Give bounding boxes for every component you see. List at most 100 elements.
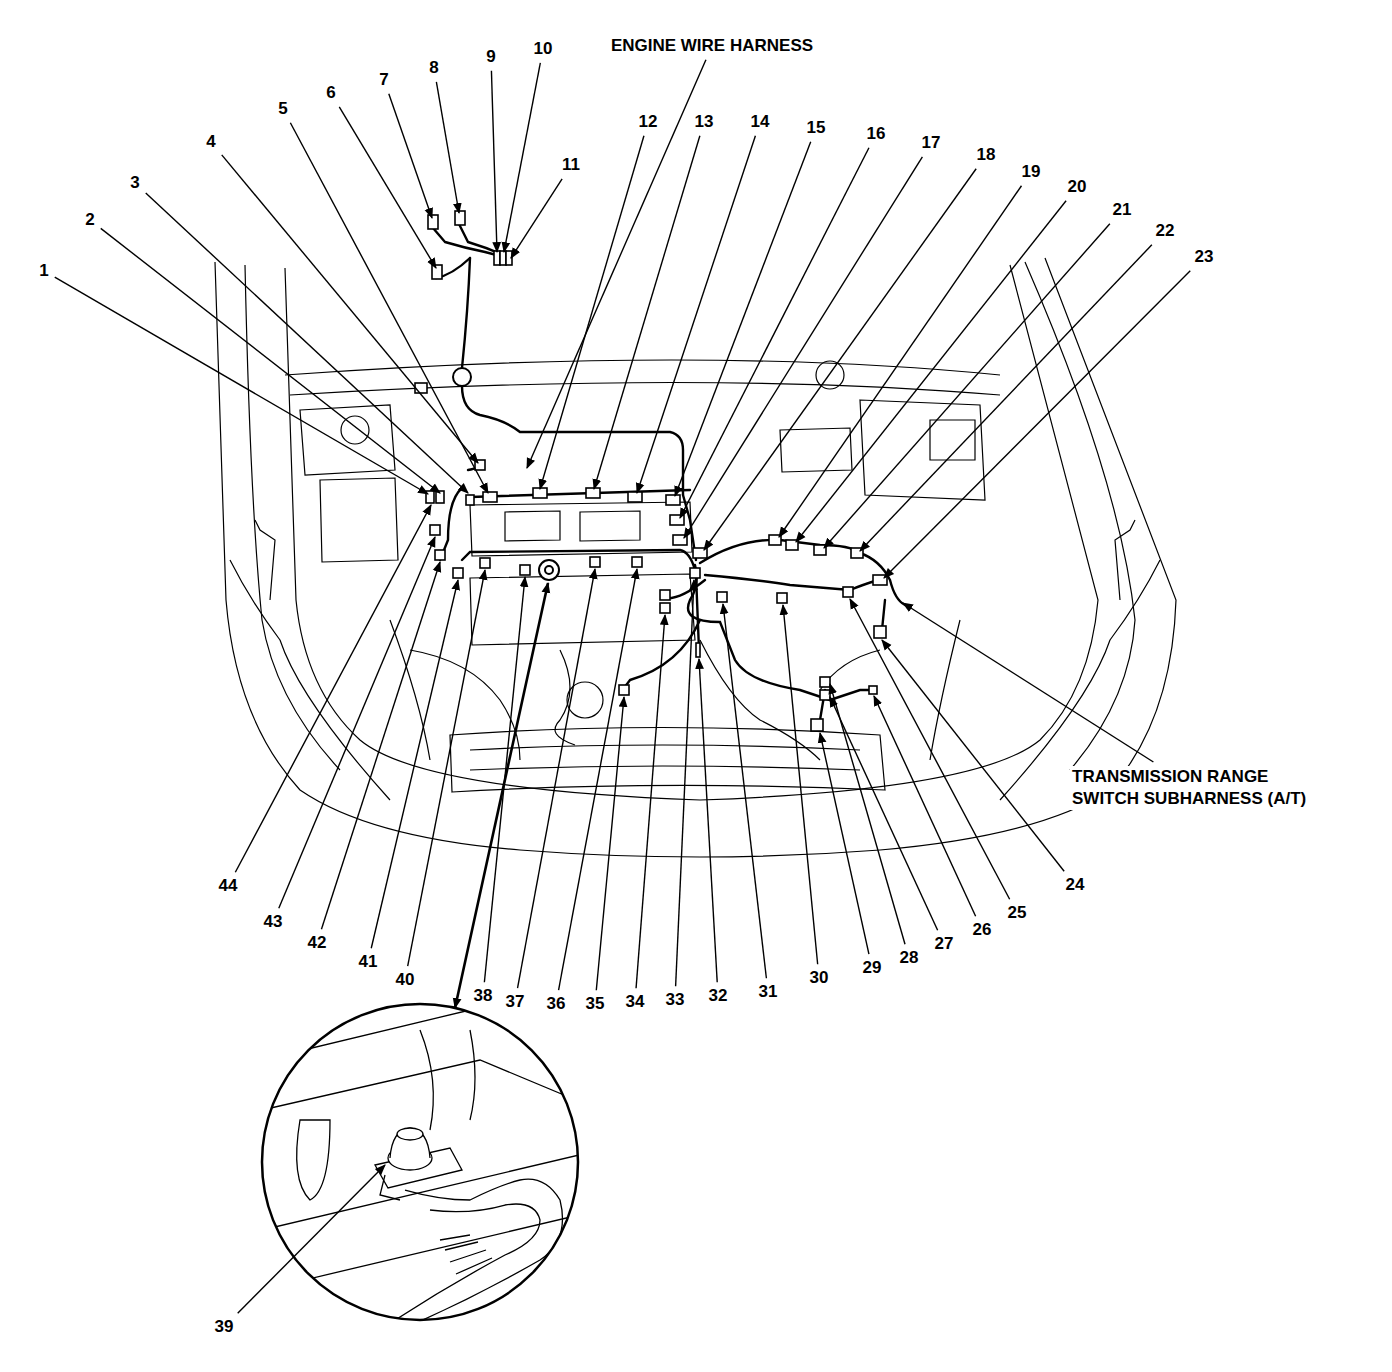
illustration-stroke — [820, 677, 830, 687]
illustration-stroke — [262, 1010, 600, 1060]
illustration-stroke — [341, 416, 369, 444]
illustration-stroke — [415, 383, 427, 393]
callout-number: 40 — [394, 970, 417, 990]
illustration-stroke — [500, 251, 506, 265]
illustration-stroke — [432, 265, 442, 279]
leader-line — [279, 537, 435, 908]
callout-number: 9 — [484, 47, 497, 67]
leader-line — [436, 82, 459, 213]
leader-line — [55, 277, 428, 494]
illustration-stroke — [428, 215, 438, 229]
illustration-stroke — [666, 495, 680, 505]
callout-number: 38 — [472, 986, 495, 1006]
inset-pointer — [455, 583, 548, 1008]
callout-number: 22 — [1154, 221, 1177, 241]
illustration-stroke — [455, 583, 548, 1008]
leader-line — [779, 186, 1021, 537]
illustration-stroke — [470, 766, 860, 770]
illustration-stroke — [717, 592, 727, 602]
illustration-stroke — [820, 690, 830, 700]
illustration-stroke — [830, 690, 873, 700]
leader-line — [723, 604, 766, 978]
illustration-stroke — [390, 1128, 430, 1158]
callout-number: 8 — [427, 58, 440, 78]
illustration-stroke — [545, 566, 553, 574]
illustration-stroke — [420, 1030, 433, 1130]
illustration-stroke — [230, 560, 390, 800]
illustration-stroke — [453, 568, 463, 578]
illustration-stroke — [262, 1210, 600, 1290]
illustration-stroke — [262, 1004, 578, 1320]
grommet-and-bolt — [453, 368, 559, 580]
leader-line — [596, 697, 624, 990]
leader-line — [484, 577, 525, 982]
leader-line — [290, 123, 488, 493]
illustration-stroke — [453, 368, 471, 386]
callout-number: 26 — [971, 920, 994, 940]
illustration-stroke — [814, 545, 826, 555]
leader-line — [146, 193, 468, 493]
leader-line — [504, 63, 540, 252]
illustration-stroke — [462, 550, 695, 570]
illustration-stroke — [320, 478, 398, 562]
illustration-stroke — [470, 1030, 475, 1120]
callout-number: 30 — [808, 968, 831, 988]
illustration-stroke — [780, 428, 852, 472]
leader-line — [222, 155, 478, 463]
illustration-stroke — [660, 603, 670, 613]
leader-line — [830, 697, 938, 930]
leader-line — [884, 271, 1190, 578]
leader-line — [101, 228, 440, 493]
illustration-stroke — [660, 590, 670, 600]
leader-line — [824, 224, 1110, 548]
illustration-stroke — [700, 540, 905, 605]
leader-line — [321, 562, 440, 929]
leader-line — [518, 569, 595, 988]
illustration-stroke — [1115, 520, 1135, 600]
illustration-stroke — [470, 502, 692, 556]
illustration-stroke — [1025, 262, 1135, 770]
callout-number: 33 — [664, 990, 687, 1010]
illustration-stroke — [430, 525, 440, 535]
illustration-stroke — [390, 620, 430, 760]
callout-number: 31 — [757, 982, 780, 1002]
callout-number: 6 — [324, 83, 337, 103]
callout-number: 5 — [276, 99, 289, 119]
leader-line — [699, 659, 717, 982]
leader-line — [882, 640, 1064, 871]
leader-line — [874, 696, 976, 916]
illustration-stroke — [869, 686, 877, 694]
illustration-stroke — [567, 682, 603, 718]
callout-number: 32 — [707, 986, 730, 1006]
illustration-stroke — [590, 557, 600, 567]
illustration-stroke — [811, 719, 823, 731]
callout-number: 3 — [128, 173, 141, 193]
leader-line — [680, 148, 869, 518]
illustration-stroke — [255, 520, 275, 600]
callout-number: 34 — [624, 992, 647, 1012]
illustration-stroke — [628, 492, 642, 502]
illustration-stroke — [262, 1010, 600, 1330]
callout-number: 21 — [1111, 200, 1134, 220]
callout-number: 37 — [504, 992, 527, 1012]
callout-number: 10 — [532, 39, 555, 59]
callout-number: 15 — [805, 118, 828, 138]
illustration-stroke — [520, 565, 530, 575]
callout-number: 39 — [213, 1317, 236, 1337]
illustration-stroke — [380, 1204, 540, 1330]
leader-line — [235, 505, 431, 872]
leader-line — [783, 605, 818, 964]
callout-number: 25 — [1006, 903, 1029, 923]
illustration-stroke — [380, 1175, 400, 1200]
callout-number: 18 — [975, 145, 998, 165]
leader-line — [903, 603, 1153, 762]
callout-number: 17 — [920, 133, 943, 153]
callout-number: 43 — [262, 912, 285, 932]
callout-number: 20 — [1066, 177, 1089, 197]
leader-line — [540, 136, 644, 489]
callout-number: 12 — [637, 112, 660, 132]
callout-number: 14 — [749, 112, 772, 132]
illustration-stroke — [397, 1128, 423, 1140]
leader-line — [850, 599, 1010, 899]
